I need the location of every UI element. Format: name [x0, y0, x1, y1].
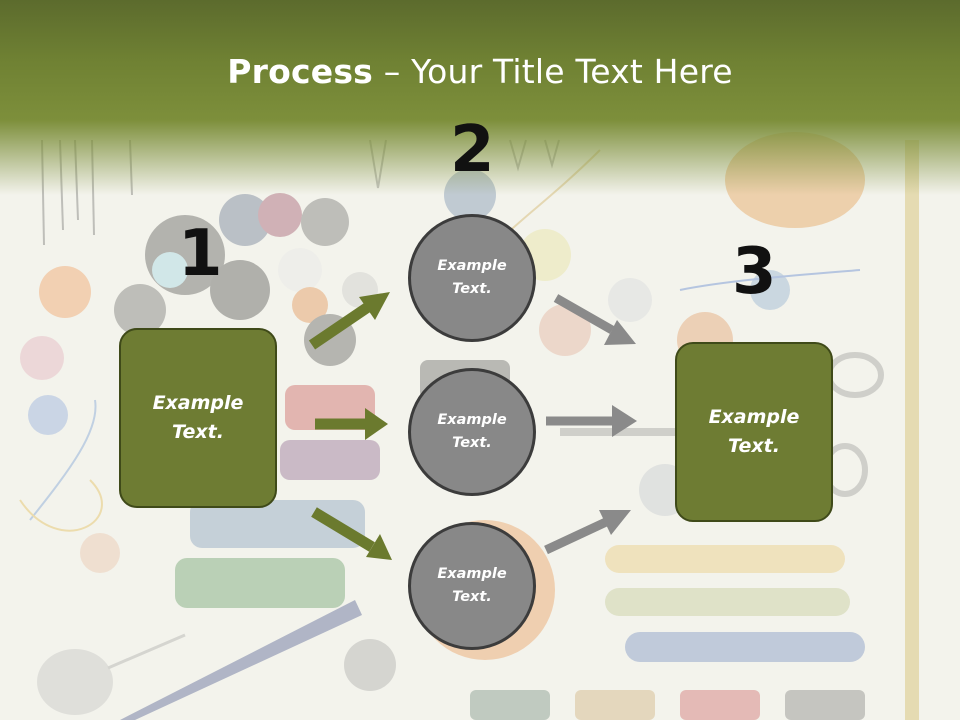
arrow-2b-to-3 [546, 405, 637, 437]
title-bold: Process [227, 52, 374, 91]
arrow-1-to-2c [311, 507, 392, 560]
step-2-circle-middle-text: Example Text. [437, 412, 507, 451]
arrow-1-to-2a [308, 292, 390, 350]
step-2-circle-middle[interactable]: Example Text. [408, 368, 536, 496]
slide-title: Process – Your Title Text Here [0, 52, 960, 91]
header-band [0, 0, 960, 200]
step-2-circle-top-text: Example Text. [437, 258, 507, 297]
arrow-2a-to-3 [553, 294, 636, 345]
step-number-2: 2 [450, 113, 495, 187]
step-1-text: Example Text. [152, 392, 244, 443]
arrow-2c-to-3 [544, 510, 631, 555]
arrow-1-to-2b [315, 408, 388, 440]
step-number-3: 3 [732, 235, 777, 309]
title-rest: – Your Title Text Here [373, 52, 733, 91]
step-3-text: Example Text. [708, 406, 800, 457]
step-2-circle-bottom[interactable]: Example Text. [408, 522, 536, 650]
step-1-box[interactable]: Example Text. [119, 328, 277, 508]
step-2-circle-top[interactable]: Example Text. [408, 214, 536, 342]
step-2-circle-bottom-text: Example Text. [437, 566, 507, 605]
step-3-box[interactable]: Example Text. [675, 342, 833, 522]
step-number-1: 1 [178, 217, 223, 291]
